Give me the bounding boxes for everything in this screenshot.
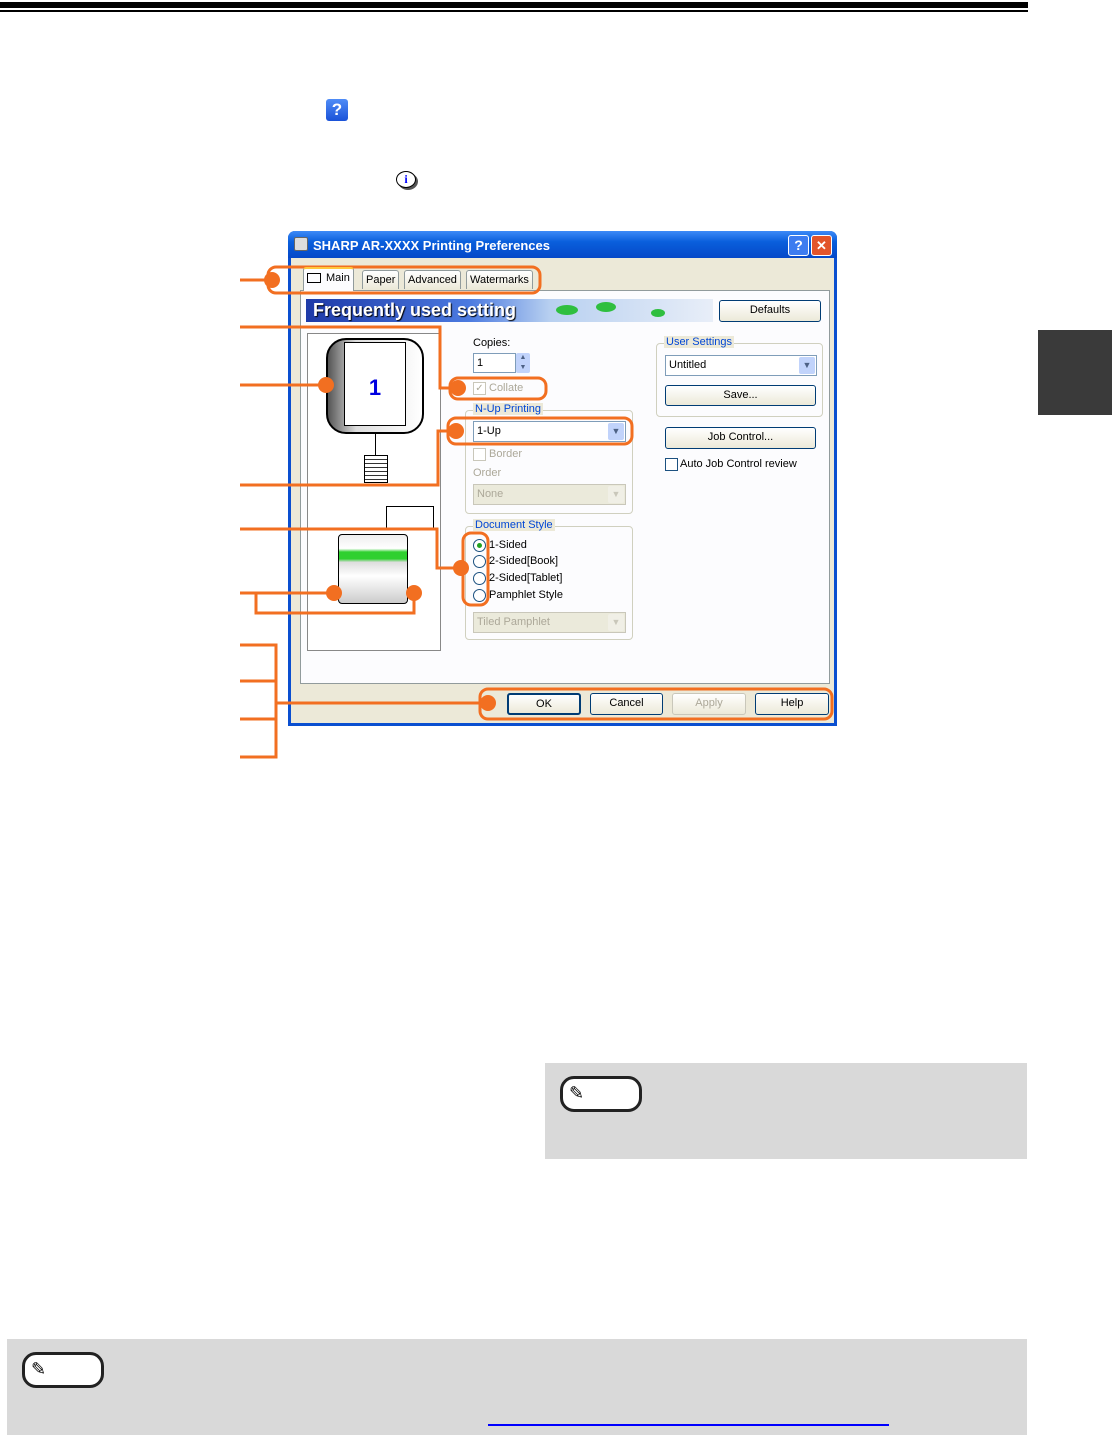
- pamphlet-select[interactable]: Tiled Pamphlet ▼: [473, 612, 626, 633]
- apply-button[interactable]: Apply: [672, 693, 746, 715]
- user-settings-select[interactable]: Untitled ▼: [665, 355, 817, 376]
- hyperlink-underline[interactable]: [488, 1424, 889, 1426]
- copier-image: [338, 534, 408, 604]
- leaf-graphic: [596, 302, 616, 312]
- header-rule-thin: [0, 10, 1028, 12]
- connector-line: [375, 434, 376, 458]
- help-icon: ?: [326, 99, 348, 121]
- note-box: ✎: [7, 1339, 1027, 1435]
- cancel-button[interactable]: Cancel: [590, 693, 663, 715]
- callout-dot: [264, 272, 280, 288]
- info-icon: i: [396, 171, 416, 188]
- radio-label: 1-Sided: [489, 539, 527, 551]
- callout-dot: [318, 377, 334, 393]
- dialog-title: SHARP AR-XXXX Printing Preferences: [313, 238, 550, 253]
- document-icon: [364, 455, 388, 483]
- collate-checkbox[interactable]: ✓: [473, 382, 486, 395]
- copies-input[interactable]: 1: [473, 353, 516, 373]
- radio-label: 2-Sided[Tablet]: [489, 572, 563, 584]
- banner-text: Frequently used setting: [313, 300, 517, 320]
- collate-label: Collate: [489, 382, 524, 394]
- banner: Frequently used setting: [306, 299, 713, 322]
- printer-tab-icon: [307, 273, 321, 284]
- chevron-down-icon: ▼: [608, 614, 624, 631]
- radio-label: 2-Sided[Book]: [489, 555, 559, 567]
- callout-dot: [326, 585, 342, 601]
- copies-label: Copies:: [473, 337, 511, 349]
- title-help-button[interactable]: ?: [788, 235, 809, 256]
- callout-dot: [450, 380, 466, 396]
- callout-box-nup: [446, 416, 634, 446]
- nup-value: 1-Up: [477, 425, 501, 437]
- tab-main[interactable]: Main: [303, 267, 354, 291]
- tab-paper[interactable]: Paper: [362, 270, 400, 289]
- radio-label: Pamphlet Style: [489, 589, 563, 601]
- auto-job-control-checkbox[interactable]: [665, 458, 678, 471]
- nup-group-label: N-Up Printing: [473, 403, 544, 415]
- user-settings-label: User Settings: [664, 336, 735, 348]
- title-close-button[interactable]: ✕: [811, 235, 832, 256]
- nup-select[interactable]: 1-Up ▼: [473, 421, 626, 442]
- printer-icon: [294, 237, 308, 251]
- leaf-graphic: [651, 309, 665, 317]
- note-box: ✎: [545, 1063, 1027, 1159]
- copies-spinner[interactable]: ▲▼: [516, 353, 530, 373]
- border-checkbox[interactable]: [473, 448, 486, 461]
- help-button[interactable]: Help: [755, 693, 829, 715]
- chevron-down-icon: ▼: [608, 423, 624, 440]
- preview-page-number: 1: [368, 375, 382, 400]
- callout-line-4: [240, 429, 456, 487]
- auto-job-control-label: Auto Job Control review: [680, 458, 797, 470]
- radio-pamphlet-style[interactable]: [473, 589, 486, 602]
- tab-label: Main: [326, 272, 350, 284]
- order-select[interactable]: None ▼: [473, 484, 626, 505]
- document-style-group: Document Style: [465, 519, 633, 640]
- tab-watermarks[interactable]: Watermarks: [466, 270, 533, 289]
- pamphlet-value: Tiled Pamphlet: [477, 616, 550, 628]
- callout-bracket: [240, 643, 278, 759]
- radio-1-sided[interactable]: [473, 539, 486, 552]
- ok-button[interactable]: OK: [507, 693, 581, 715]
- callout-dot: [453, 560, 469, 576]
- callout-dot: [480, 695, 496, 711]
- copies-value: 1: [477, 357, 484, 369]
- title-bar: SHARP AR-XXXX Printing Preferences ? ✕: [288, 231, 837, 258]
- paper-preview: 1: [344, 342, 406, 426]
- order-label: Order: [473, 467, 502, 479]
- user-settings-group: User Settings: [656, 336, 823, 417]
- callout-overlay: [240, 265, 834, 759]
- callout-line-2: [240, 325, 458, 390]
- callout-line-5: [240, 527, 461, 570]
- job-control-button[interactable]: Job Control...: [665, 427, 816, 449]
- callout-dot: [448, 423, 464, 439]
- radio-2-sided-book[interactable]: [473, 555, 486, 568]
- chevron-down-icon: ▼: [799, 357, 815, 374]
- callout-dot: [406, 585, 422, 601]
- border-label: Border: [489, 448, 523, 460]
- nup-printing-group: N-Up Printing: [465, 403, 633, 514]
- callout-line-6b: [254, 593, 416, 615]
- tab-advanced[interactable]: Advanced: [404, 270, 461, 289]
- printing-preferences-dialog: SHARP AR-XXXX Printing Preferences ? ✕ M…: [288, 231, 837, 726]
- radio-2-sided-tablet[interactable]: [473, 572, 486, 585]
- tab-label: Watermarks: [470, 274, 529, 286]
- chevron-down-icon: ▼: [608, 486, 624, 503]
- callout-box-buttons: [478, 687, 834, 721]
- leaf-graphic: [556, 305, 578, 315]
- header-rule-thick: [0, 2, 1028, 8]
- chapter-tab: [1038, 330, 1112, 415]
- tab-label: Paper: [366, 274, 396, 286]
- order-value: None: [477, 488, 504, 500]
- note-pencil-icon: ✎: [22, 1352, 104, 1388]
- defaults-button[interactable]: Defaults: [719, 300, 821, 322]
- note-pencil-icon: ✎: [560, 1076, 642, 1112]
- user-settings-value: Untitled: [669, 359, 707, 371]
- tab-label: Advanced: [408, 274, 457, 286]
- docstyle-group-label: Document Style: [473, 519, 555, 531]
- save-button[interactable]: Save...: [665, 385, 816, 406]
